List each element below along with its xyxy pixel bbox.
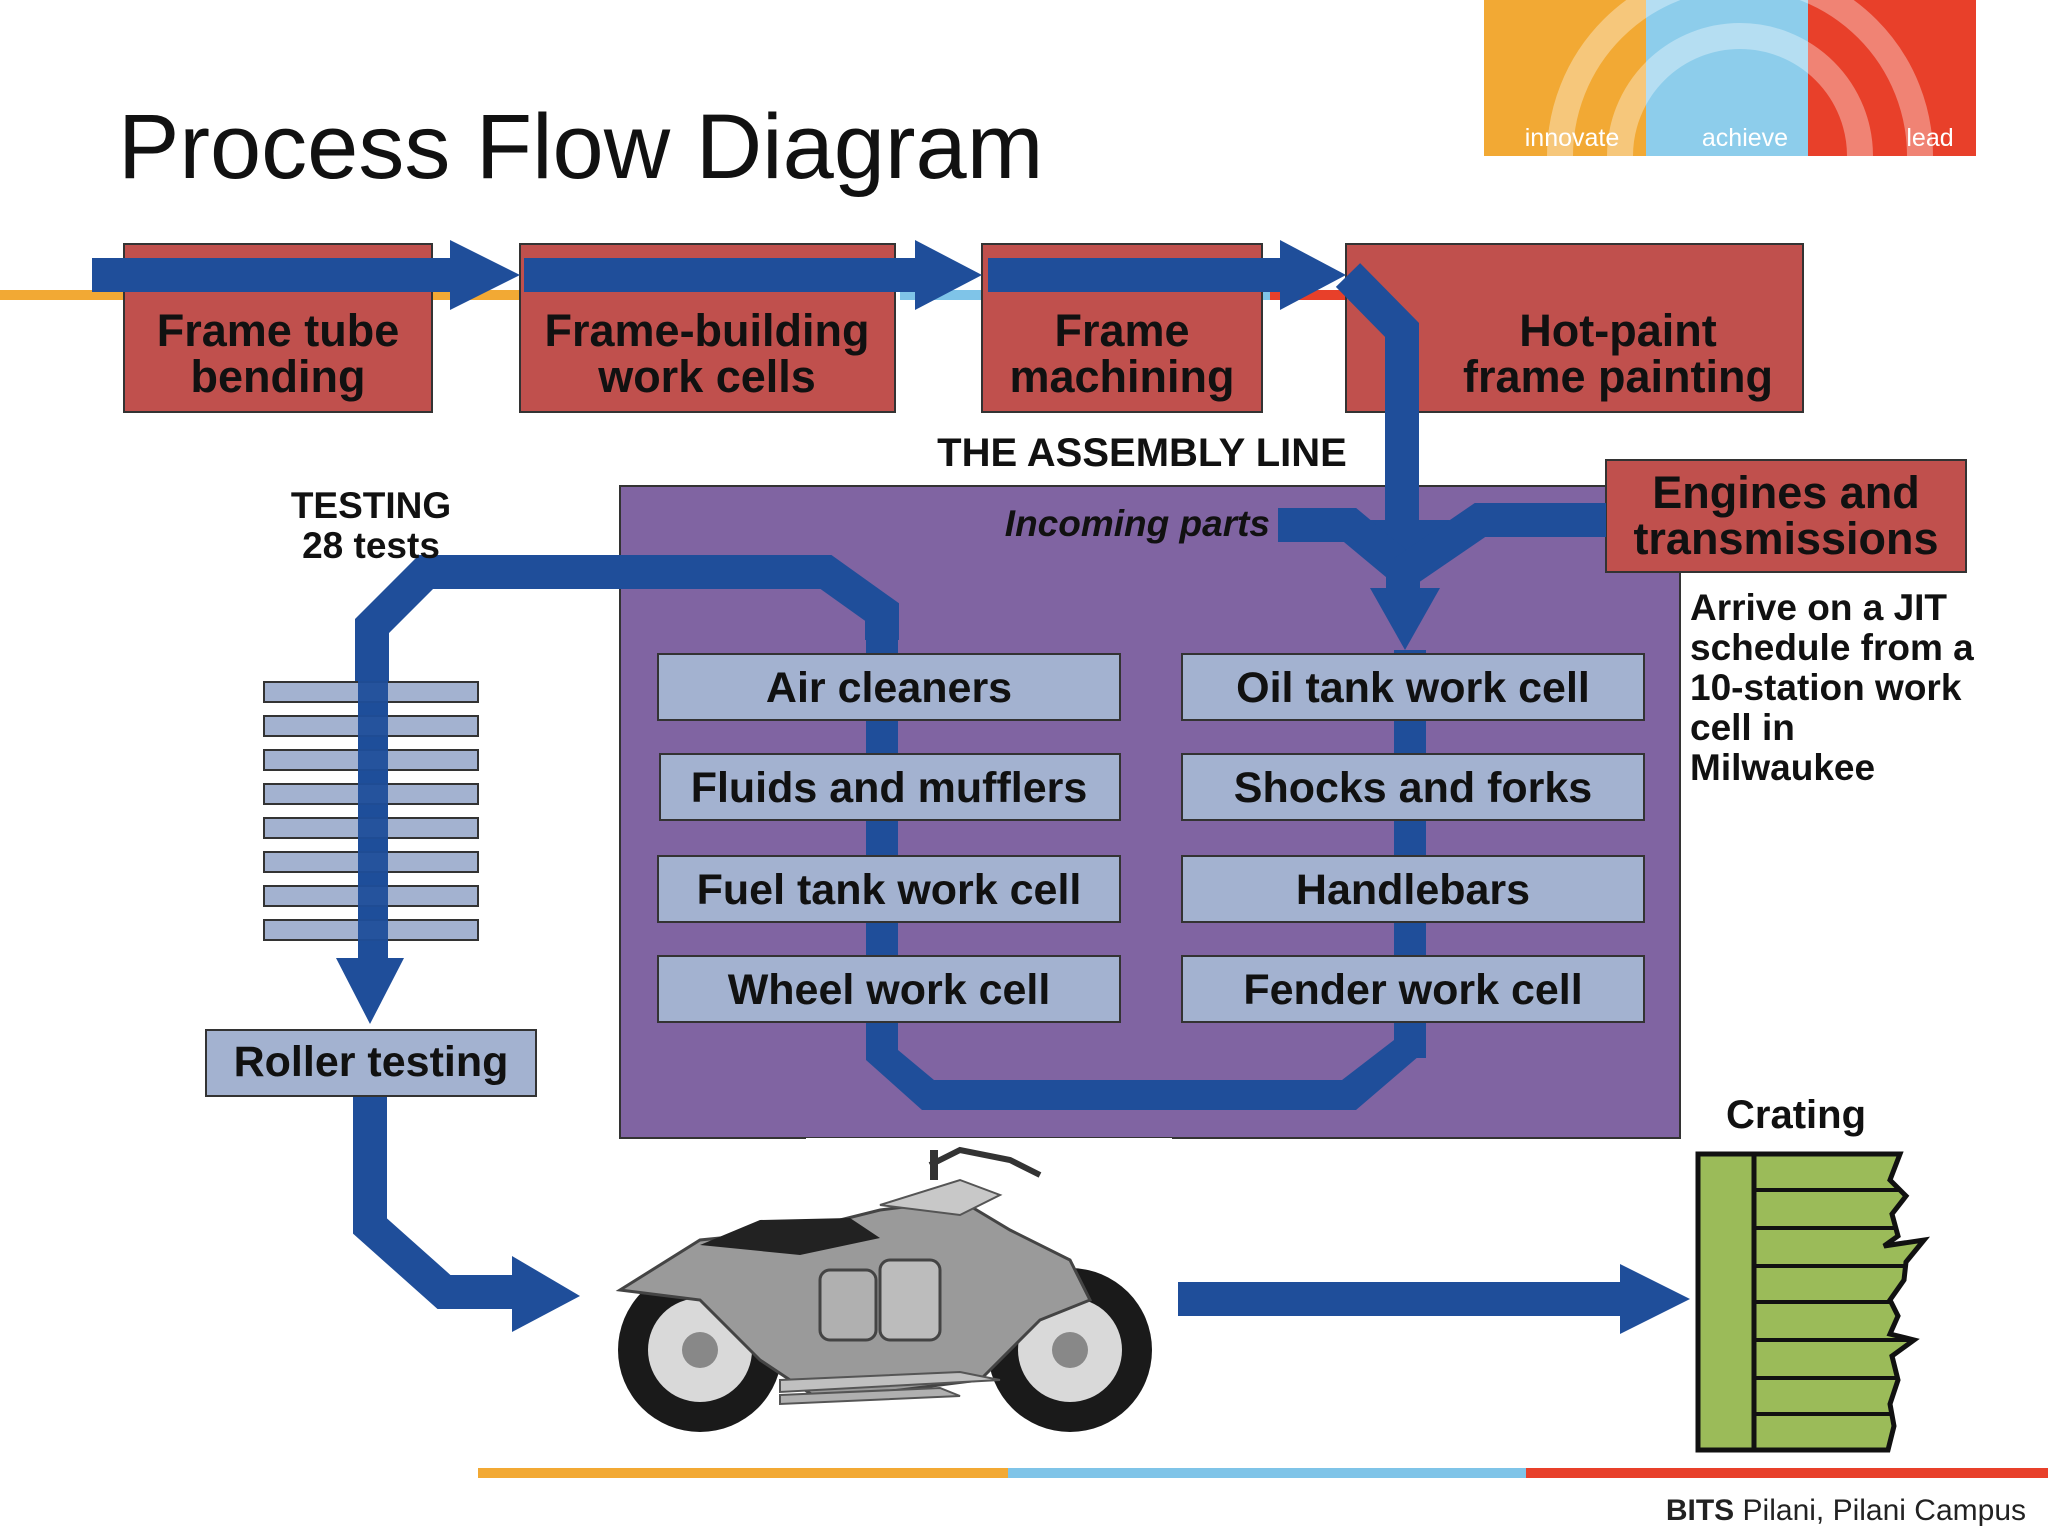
- logo-word-innovate: innovate: [1525, 124, 1620, 152]
- jit-note-line4: cell in: [1690, 707, 1795, 748]
- cell-handlebars: Handlebars: [1296, 866, 1530, 914]
- step-1-line2: bending: [191, 351, 366, 402]
- roller-testing-label: Roller testing: [234, 1038, 509, 1086]
- cell-fender: Fender work cell: [1243, 966, 1582, 1014]
- flow-arrows: [92, 240, 1690, 1334]
- cell-wheel: Wheel work cell: [728, 966, 1051, 1014]
- page-title: Process Flow Diagram: [118, 96, 1043, 198]
- work-cells-left: [657, 653, 1121, 1023]
- cell-oil-tank: Oil tank work cell: [1236, 664, 1590, 712]
- step-4-line2: frame painting: [1463, 351, 1773, 402]
- arrow-step3-to-step4: [988, 240, 1346, 310]
- step-4-line1: Hot-paint: [1519, 305, 1716, 356]
- roller-testing-box: [205, 1029, 537, 1097]
- process-step-hot-paint: [1345, 243, 1804, 413]
- crating-label: Crating: [1726, 1093, 1866, 1137]
- jit-note-line3: 10-station work: [1690, 667, 1962, 708]
- footer-rest: Pilani, Pilani Campus: [1734, 1494, 2026, 1527]
- testing-label: TESTING: [291, 485, 451, 526]
- motorcycle-image: [615, 1146, 1152, 1432]
- step-2-line1: Frame-building: [545, 305, 870, 356]
- crating-icon: [1695, 1151, 1931, 1453]
- step-3-line1: Frame: [1054, 305, 1189, 356]
- cell-air-cleaners: Air cleaners: [766, 664, 1012, 712]
- cell-fuel-tank: Fuel tank work cell: [697, 866, 1082, 914]
- work-cells-right: [1181, 653, 1645, 1023]
- logo-word-achieve: achieve: [1702, 124, 1788, 152]
- footer-text: BITS Pilani, Pilani Campus: [1666, 1494, 2026, 1527]
- cell-fluids-mufflers: Fluids and mufflers: [691, 764, 1088, 812]
- step-3-line2: machining: [1009, 351, 1234, 402]
- arrow-step1-to-step2: [92, 240, 520, 310]
- step-1-line1: Frame tube: [157, 305, 400, 356]
- gear-icon: [1547, 0, 1933, 157]
- logo: innovate achieve lead: [1484, 0, 1976, 157]
- cell-shocks-forks: Shocks and forks: [1234, 764, 1592, 812]
- logo-word-lead: lead: [1906, 124, 1953, 152]
- engines-line2: transmissions: [1633, 513, 1938, 564]
- jit-note-line1: Arrive on a JIT: [1690, 587, 1947, 628]
- assembly-line-label: THE ASSEMBLY LINE: [937, 431, 1347, 475]
- testing-count: 28 tests: [302, 525, 440, 566]
- incoming-parts-label: Incoming parts: [1005, 503, 1270, 544]
- footer-bold: BITS: [1666, 1494, 1734, 1527]
- jit-note-line2: schedule from a: [1690, 627, 1974, 668]
- step-2-line2: work cells: [597, 351, 816, 402]
- footer-strip: [478, 1468, 2048, 1478]
- jit-note-line5: Milwaukee: [1690, 747, 1875, 788]
- arrow-step2-to-step3: [524, 240, 982, 310]
- engines-line1: Engines and: [1652, 467, 1920, 518]
